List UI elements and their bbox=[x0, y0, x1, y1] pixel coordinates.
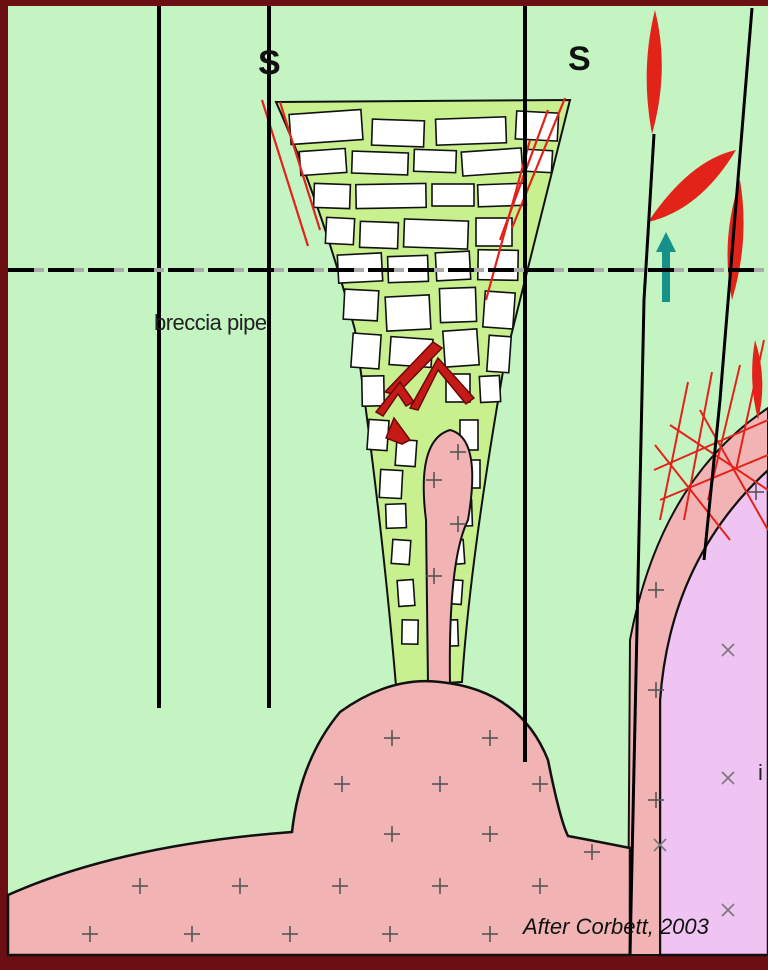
clast bbox=[404, 219, 469, 249]
s-label-right: S bbox=[568, 40, 591, 79]
clast bbox=[352, 151, 409, 175]
clast bbox=[360, 221, 399, 248]
clast bbox=[362, 376, 385, 406]
clast bbox=[461, 148, 523, 176]
clast bbox=[479, 375, 500, 402]
s-label-left: S bbox=[258, 44, 281, 83]
clast bbox=[443, 329, 479, 367]
clast bbox=[356, 183, 426, 208]
clast bbox=[351, 333, 381, 369]
clast bbox=[343, 289, 379, 321]
clast bbox=[391, 539, 411, 564]
clast bbox=[314, 183, 351, 208]
breccia-pipe-label: breccia pipe bbox=[154, 310, 267, 336]
clast bbox=[487, 335, 511, 372]
clast bbox=[402, 620, 418, 644]
credit-text: After Corbett, 2003 bbox=[523, 914, 709, 940]
clast bbox=[379, 469, 402, 498]
partial-label: i bbox=[758, 760, 762, 786]
clast bbox=[386, 504, 407, 529]
clast bbox=[436, 117, 507, 145]
clast bbox=[515, 111, 558, 141]
clast bbox=[367, 419, 389, 450]
clast bbox=[325, 217, 354, 244]
clast bbox=[439, 287, 476, 322]
clast bbox=[435, 251, 470, 281]
clast bbox=[414, 149, 457, 172]
clast bbox=[372, 119, 425, 147]
clast bbox=[432, 184, 474, 206]
clast bbox=[289, 110, 363, 145]
clast bbox=[299, 148, 347, 175]
clast bbox=[397, 579, 415, 606]
clast bbox=[385, 295, 431, 331]
